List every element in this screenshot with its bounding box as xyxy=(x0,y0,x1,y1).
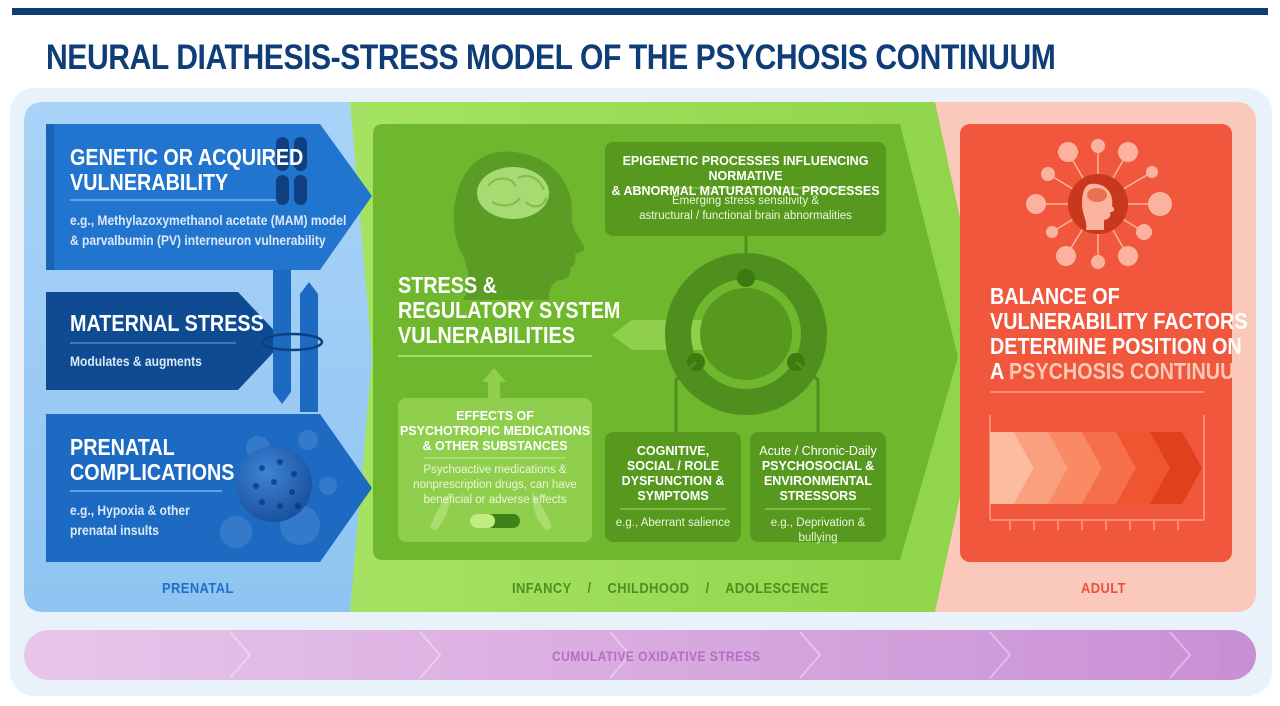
medications-description: Psychoactive medications & nonprescripti… xyxy=(413,464,577,506)
genetic-vulnerability-box xyxy=(46,124,372,270)
cognitive-title: COGNITIVE, SOCIAL / ROLE DYSFUNCTION & S… xyxy=(621,444,725,503)
page-title: NEURAL DIATHESIS-STRESS MODEL OF THE PSY… xyxy=(46,38,1056,77)
cell-cluster-icon xyxy=(220,430,337,548)
cycle-ring-icon xyxy=(665,236,827,432)
maternal-stress-description: Modulates & augments xyxy=(70,353,202,369)
era-label-adult: ADULT xyxy=(1081,580,1126,597)
complications-description: e.g., Hypoxia & other prenatal insults xyxy=(70,502,190,538)
psychosocial-description: e.g., Deprivation & bullying xyxy=(770,517,866,544)
psychosocial-box xyxy=(750,432,886,542)
oxidative-stress-bar xyxy=(24,630,1256,680)
epigenetic-description: Emerging stress sensitivity & astructura… xyxy=(639,195,852,222)
stress-title: STRESS & REGULATORY SYSTEM VULNERABILITI… xyxy=(398,272,621,348)
era-label-middle: INFANCY / CHILDHOOD / ADOLESCENCE xyxy=(512,580,829,597)
cognitive-box xyxy=(605,432,741,542)
maternal-stress-box xyxy=(46,292,284,390)
medications-up-arrow xyxy=(482,368,506,398)
adult-title: BALANCE OF VULNERABILITY FACTORS DETERMI… xyxy=(990,283,1251,384)
medications-title: EFFECTS OF PSYCHOTROPIC MEDICATIONS & OT… xyxy=(399,409,591,453)
pill-icon xyxy=(470,514,520,528)
medications-box xyxy=(398,398,592,542)
psychosocial-title: Acute / Chronic-Daily PSYCHOSOCIAL & ENV… xyxy=(759,444,877,503)
top-rule xyxy=(12,8,1268,15)
continuum-scale xyxy=(989,415,1205,530)
oxidative-stress-label: CUMULATIVE OXIDATIVE STRESS xyxy=(552,648,761,664)
epigenetic-box xyxy=(605,142,886,236)
modulation-arrows xyxy=(260,270,324,412)
head-silhouette-icon xyxy=(453,151,585,300)
era-label-prenatal: PRENATAL xyxy=(162,580,234,597)
cognitive-description: e.g., Aberrant salience xyxy=(615,517,731,529)
head-network-icon xyxy=(1026,139,1172,269)
maternal-stress-title: MATERNAL STRESS xyxy=(70,310,264,336)
epigenetic-title: EPIGENETIC PROCESSES INFLUENCING NORMATI… xyxy=(611,154,880,198)
genetic-description: e.g., Methylazoxymethanol acetate (MAM) … xyxy=(70,212,347,248)
complications-title: PRENATAL COMPLICATIONS xyxy=(70,434,235,485)
chromosome-icon xyxy=(276,137,307,205)
genetic-title: GENETIC OR ACQUIRED VULNERABILITY xyxy=(70,144,304,195)
